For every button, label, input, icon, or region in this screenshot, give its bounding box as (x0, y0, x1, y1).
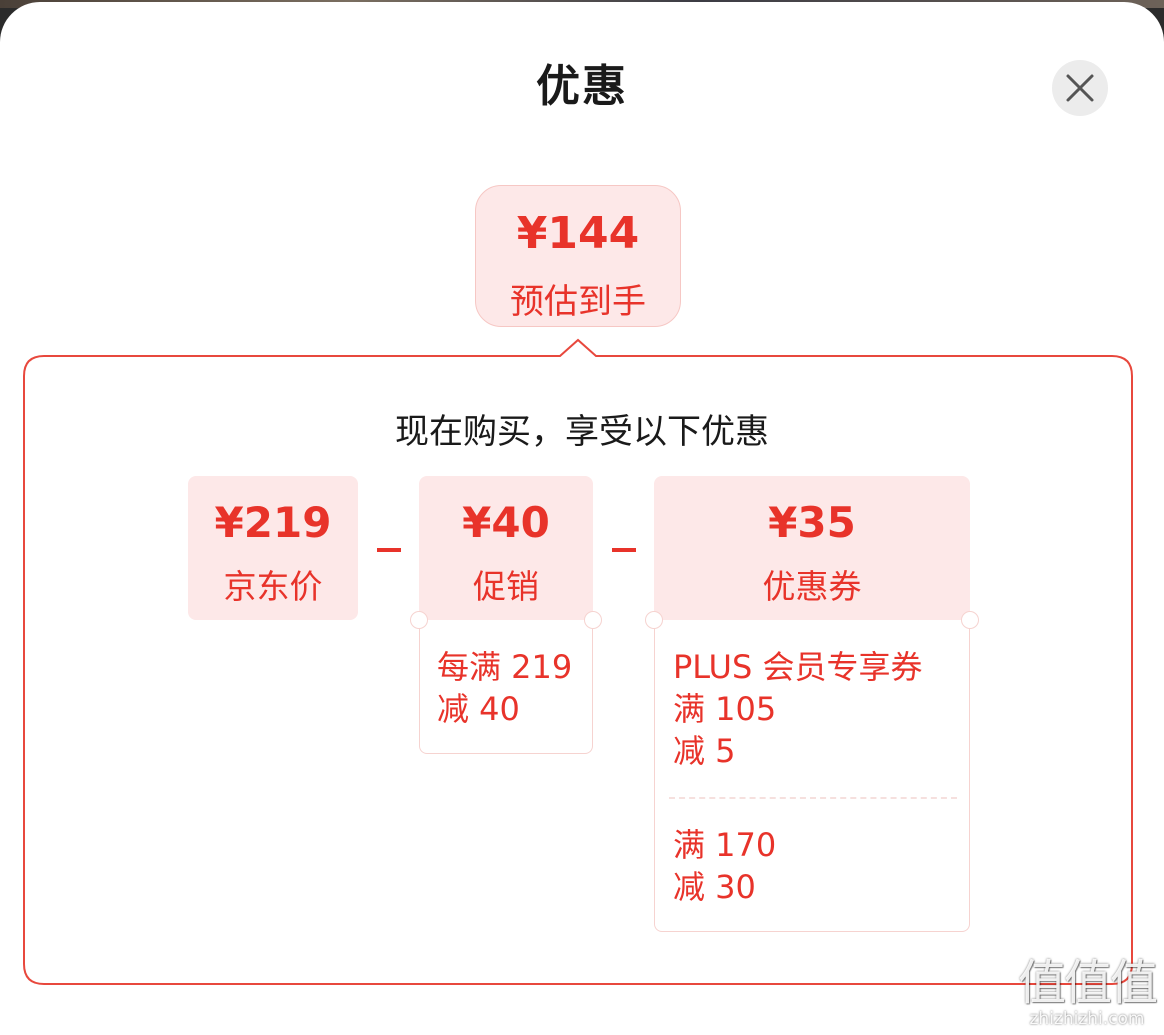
jd-price-card: ¥219 京东价 (188, 476, 358, 620)
estimated-price-label: 预估到手 (510, 282, 646, 322)
promotion-label: 促销 (473, 567, 539, 606)
ticket-notch (645, 611, 663, 629)
coupon-divider (669, 797, 957, 799)
jd-price-value: ¥219 (214, 498, 332, 547)
promotion-rule-line2: 减 40 (437, 690, 520, 728)
ticket-notch (410, 611, 428, 629)
coupon-card: ¥35 优惠券 (654, 476, 970, 620)
sheet-title: 优惠 (536, 61, 628, 112)
coupon-label: 优惠券 (762, 567, 862, 606)
promotion-card: ¥40 促销 (419, 476, 593, 620)
coupon-1-name: PLUS 会员专享券 (673, 648, 923, 686)
close-icon (1066, 74, 1094, 102)
coupon-2-discount: 减 30 (673, 868, 756, 906)
coupon-1-discount: 减 5 (673, 732, 736, 770)
promotion-detail: 每满 219 减 40 (419, 620, 593, 754)
promotion-rule-line1: 每满 219 (437, 648, 573, 686)
coupon-value: ¥35 (768, 498, 856, 547)
coupon-2-threshold: 满 170 (673, 826, 777, 864)
estimated-price: ¥144 (516, 208, 640, 259)
promotion-value: ¥40 (462, 498, 550, 547)
coupon-detail: PLUS 会员专享券 满 105 减 5 满 170 减 30 (654, 620, 970, 932)
minus-sign (377, 548, 401, 552)
ticket-notch (584, 611, 602, 629)
jd-price-label: 京东价 (223, 567, 323, 606)
coupon-1-threshold: 满 105 (673, 690, 777, 728)
minus-sign (612, 548, 636, 552)
watermark: 值值值 zhizhizhi.com (1012, 957, 1162, 1029)
breakdown-subtitle: 现在购买，享受以下优惠 (395, 412, 769, 452)
watermark-logo: 值值值 (1017, 955, 1158, 1011)
estimated-price-box: ¥144 预估到手 (475, 185, 681, 327)
watermark-url: zhizhizhi.com (1029, 1009, 1145, 1029)
close-button[interactable] (1052, 60, 1108, 116)
ticket-notch (961, 611, 979, 629)
